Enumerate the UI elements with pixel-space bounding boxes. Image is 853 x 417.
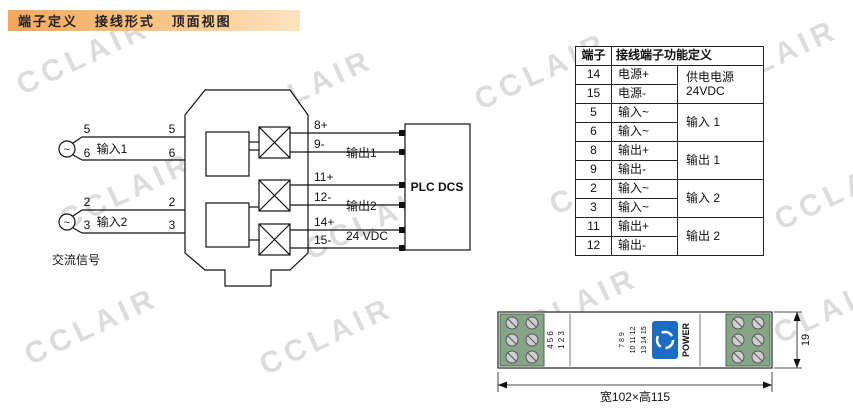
table-row: 11 输出+ 输出 2 [575, 217, 764, 256]
function-cell: 输出+ [611, 217, 678, 237]
function-cell: 输入~ [611, 103, 678, 123]
group-cell: 输入 2 [677, 179, 764, 218]
col-header-terminal: 端子 [575, 46, 612, 66]
terminal-cell: 11 [575, 217, 612, 237]
terminal-number: 5 [169, 122, 176, 136]
amplifier-block-2 [205, 202, 250, 248]
output-terminal-label: 8+ [314, 118, 328, 132]
power-voltage-label: 24 VDC [346, 229, 388, 243]
function-cell: 电源+ [611, 65, 678, 85]
function-cell: 输出- [611, 160, 678, 180]
device-terminal-numbers: 10 11 12 [630, 327, 637, 354]
terminal-cell: 6 [575, 122, 612, 142]
terminal-number: 2 [169, 195, 176, 209]
terminal-number: 3 [169, 218, 176, 232]
brand-logo [652, 321, 678, 359]
output-terminal-label: 11+ [314, 170, 333, 184]
group-label: 输出 1 [686, 152, 721, 167]
function-cell: 输入~ [611, 122, 678, 142]
table-row: 14 电源+ 供电电源 24VDC [575, 65, 764, 104]
output2-label: 输出2 [346, 198, 377, 213]
table-row: 9 输出- [575, 160, 764, 180]
power-label: POWER [681, 323, 691, 358]
terminal-cell: 12 [575, 236, 612, 256]
device-terminal-numbers: 13 14 15 [641, 326, 648, 353]
terminal-cell: 2 [575, 179, 612, 199]
power-terminal-label: 14+ [314, 215, 334, 229]
ac-source-symbol [58, 213, 76, 231]
output1-label: 输出1 [346, 145, 377, 160]
group-label: 24VDC [686, 83, 725, 98]
plc-dcs-box [404, 123, 471, 251]
function-cell: 输出- [611, 236, 678, 256]
isolation-symbol-2 [258, 179, 291, 212]
function-cell: 输出+ [611, 141, 678, 161]
terminal-table: 端子 接线端子功能定义 14 电源+ 供电电源 24VDC 15 电源- 5 输… [575, 46, 764, 256]
group-cell: 供电电源 24VDC [677, 65, 764, 104]
wiring-diagram [58, 89, 471, 287]
page-title-bar: 端子定义 接线形式 顶面视图 [8, 10, 300, 31]
terminal-screws [505, 316, 765, 364]
plc-dcs-label: PLC DCS [411, 180, 464, 194]
function-cell: 电源- [611, 84, 678, 104]
amplifier-block-1 [205, 131, 250, 177]
terminal-cell: 3 [575, 198, 612, 218]
terminal-number: 2 [84, 195, 91, 209]
table-row: 8 输出+ 输出 1 [575, 141, 764, 180]
isolation-symbol-1 [258, 126, 291, 159]
function-cell: 输入~ [611, 198, 678, 218]
terminal-cell: 14 [575, 65, 612, 85]
input1-label: 输入1 [97, 141, 128, 156]
device-terminal-numbers: 7 8 9 [619, 332, 626, 348]
output-terminal-label: 12- [314, 190, 331, 204]
group-cell: 输入 1 [677, 103, 764, 142]
width-dimension [497, 372, 773, 392]
group-label: 输出 2 [686, 228, 721, 243]
page-title: 端子定义 接线形式 顶面视图 [18, 14, 232, 29]
terminal-number: 6 [169, 146, 176, 160]
table-header-row: 端子 接线端子功能定义 [575, 46, 764, 66]
terminal-cell: 5 [575, 103, 612, 123]
table-row: 5 输入~ 输入 1 [575, 103, 764, 142]
table-row: 3 输入~ [575, 198, 764, 218]
table-row: 2 输入~ 输入 2 [575, 179, 764, 218]
power-terminal-label: 15- [314, 233, 331, 247]
height-dimension-label: 19 [800, 334, 812, 346]
group-cell: 输出 2 [677, 217, 764, 256]
height-dimension [774, 311, 802, 369]
isolation-symbol-3 [258, 223, 291, 256]
table-row: 12 输出- [575, 236, 764, 256]
group-label: 输入 1 [686, 114, 721, 129]
ac-signal-label: 交流信号 [52, 252, 100, 267]
function-cell: 输入~ [611, 179, 678, 199]
terminal-number: 5 [84, 122, 91, 136]
terminal-cell: 15 [575, 84, 612, 104]
group-label: 输入 2 [686, 190, 721, 205]
group-label: 供电电源 [686, 69, 735, 84]
wiring-diagram-labels: ~ ~ 5 6 5 6 输入1 2 3 2 3 输入2 交流信号 8+ 9- 输… [52, 118, 463, 267]
ac-symbol-text: ~ [64, 144, 70, 156]
junction-dots [399, 130, 405, 251]
input2-label: 输入2 [97, 214, 128, 229]
group-cell: 输出 1 [677, 141, 764, 180]
ac-source-symbol [58, 140, 76, 158]
terminal-cell: 8 [575, 141, 612, 161]
terminal-cell: 9 [575, 160, 612, 180]
output-terminal-label: 9- [314, 137, 325, 151]
col-header-function: 接线端子功能定义 [611, 46, 764, 66]
device-terminal-numbers: 1 2 3 [557, 331, 566, 349]
width-dimension-label: 宽102×高115 [600, 389, 670, 404]
device-top-view: 4 5 6 1 2 3 7 8 9 10 11 12 13 14 15 POWE… [497, 311, 812, 404]
device-terminal-numbers: 4 5 6 [546, 331, 555, 349]
terminal-number: 3 [84, 218, 91, 232]
terminal-number: 6 [84, 146, 91, 160]
ac-symbol-text: ~ [64, 217, 70, 229]
